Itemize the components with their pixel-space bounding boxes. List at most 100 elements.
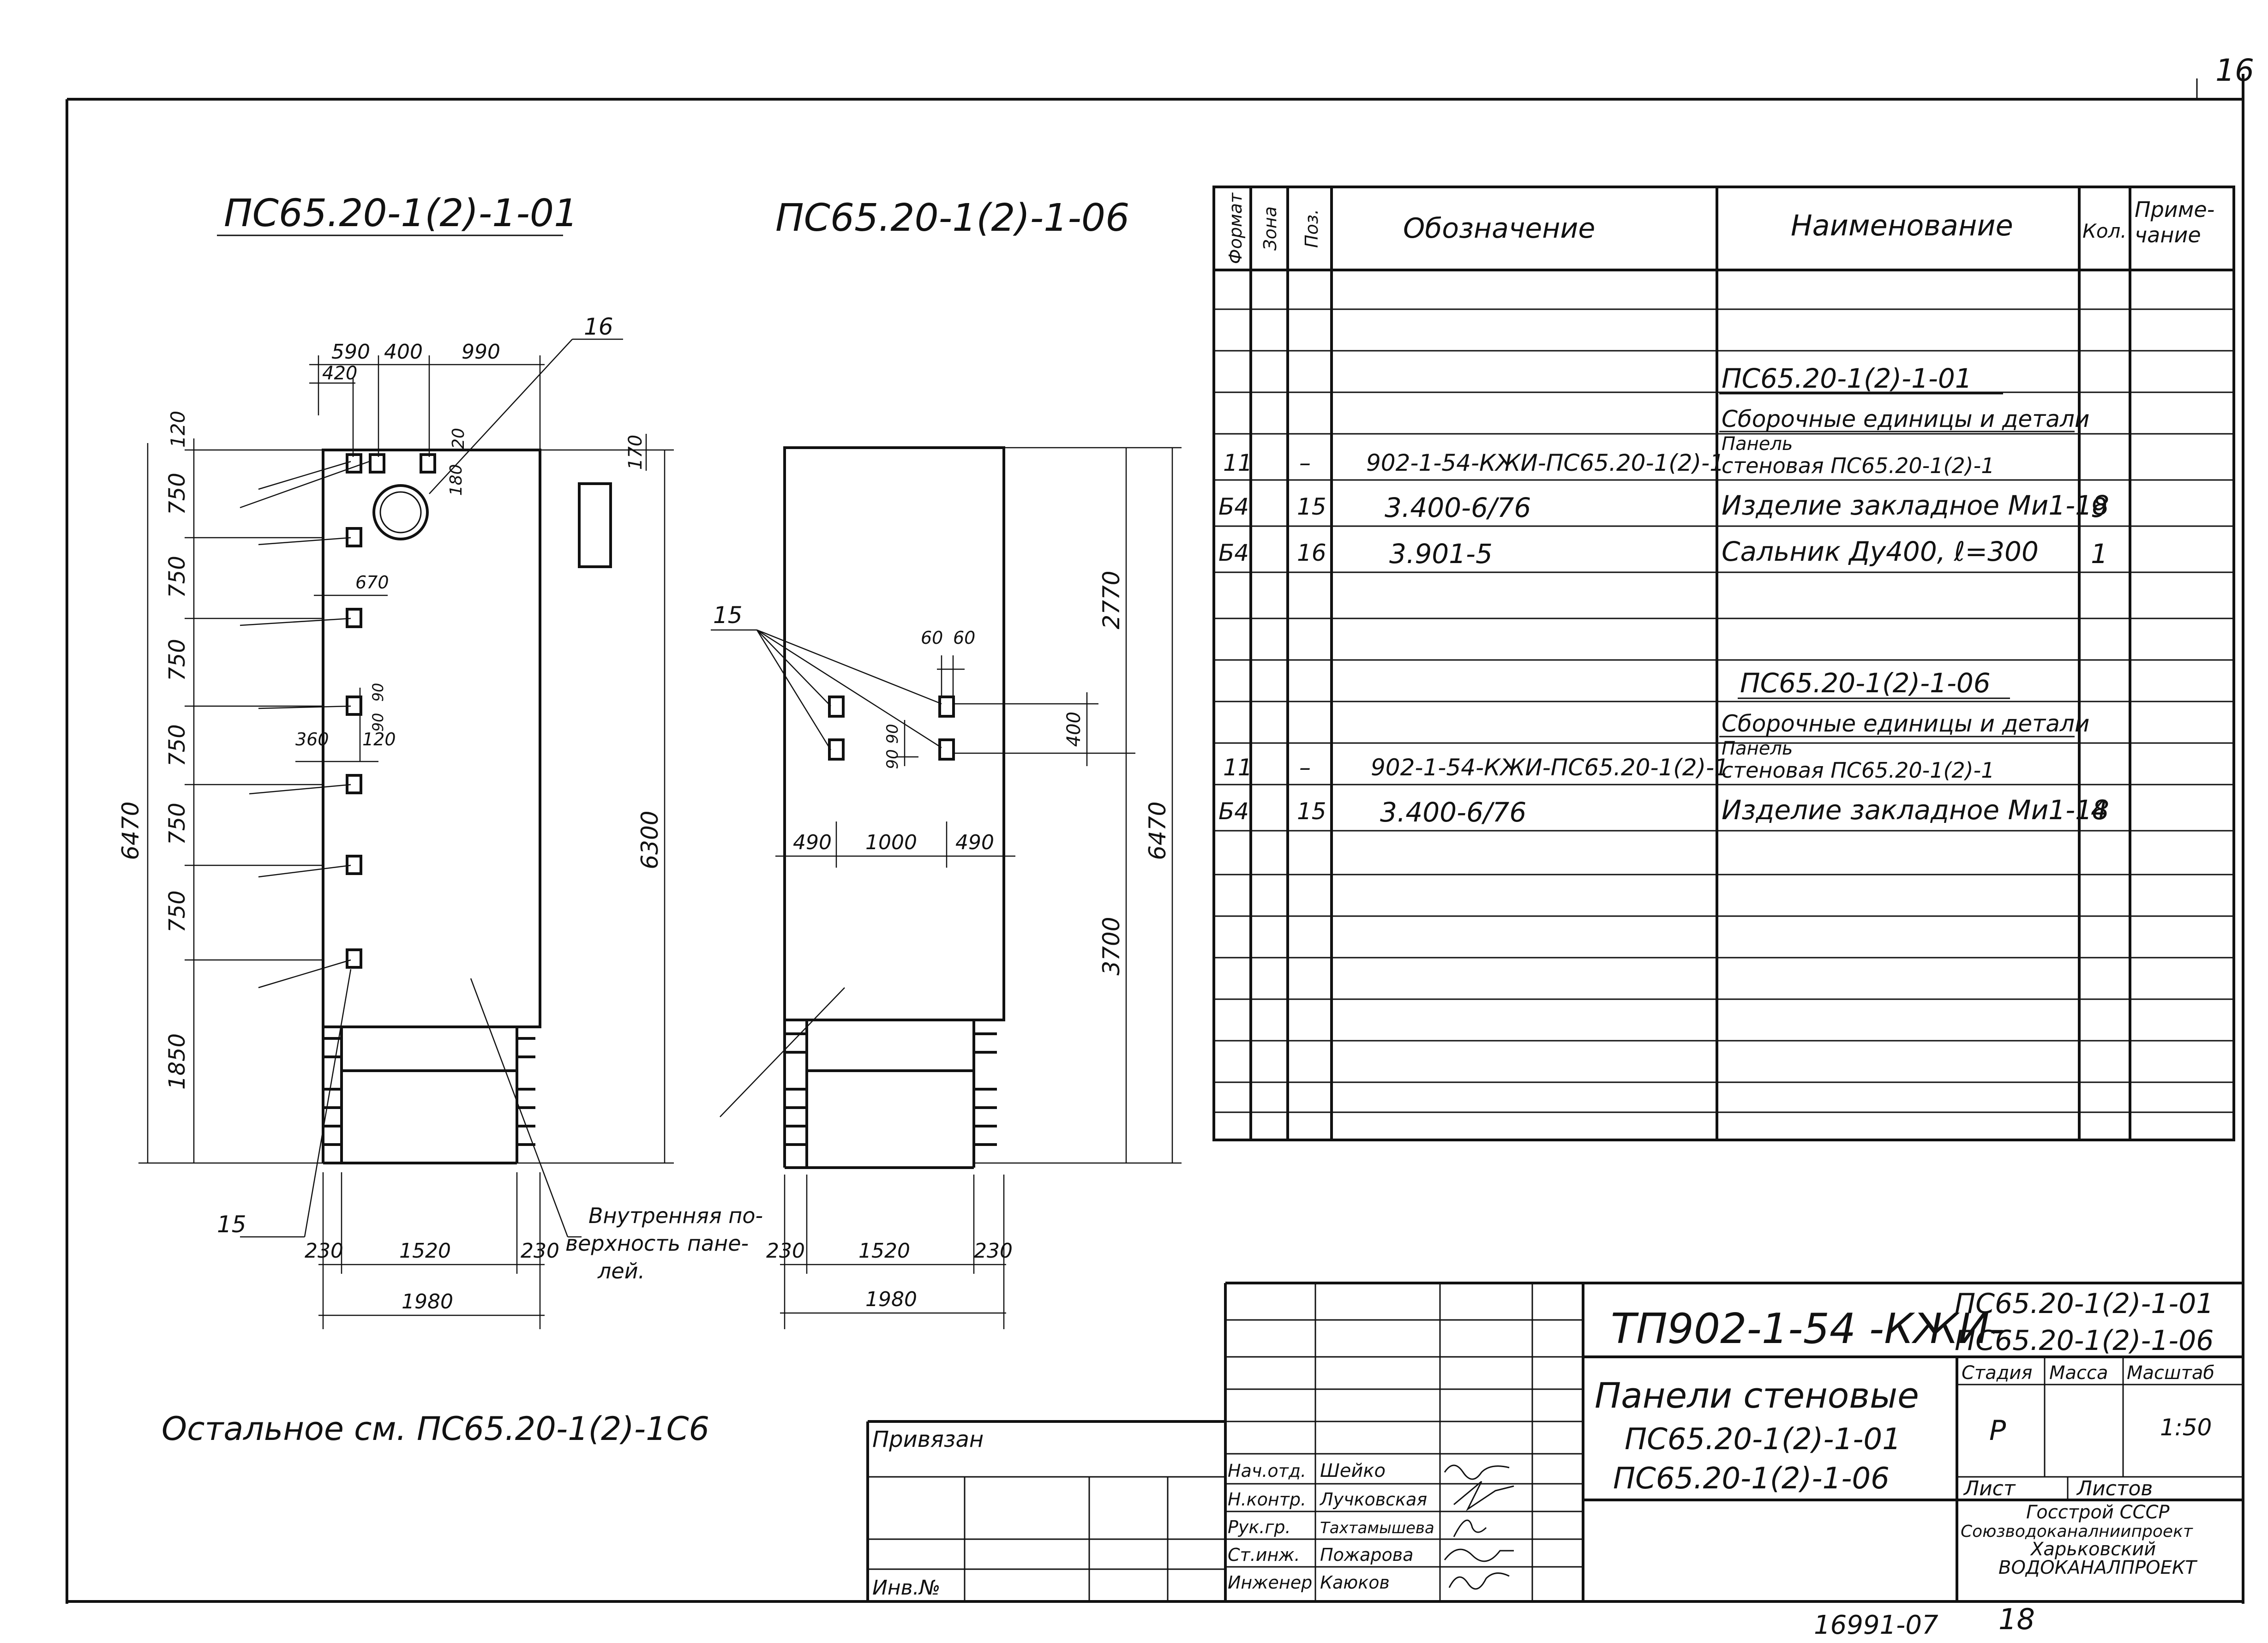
surface-note-line1: Внутренняя по- xyxy=(588,1203,763,1228)
person-4: Пожарова xyxy=(1320,1545,1413,1565)
title-name-3: ПС65.20-1(2)-1-06 xyxy=(1613,1462,1890,1496)
g1-r1-format: 11 xyxy=(1223,450,1253,476)
embedded-parts-left xyxy=(346,453,436,969)
person-3: Тахтамышева xyxy=(1320,1519,1434,1537)
g1-r1-name-1: Панель xyxy=(1722,433,1793,455)
role-5: Инженер xyxy=(1228,1572,1312,1593)
dim-upper-2770: 2770 xyxy=(1098,570,1125,629)
dim-side-1850: 1850 xyxy=(164,1033,190,1090)
footer-page: 18 xyxy=(1998,1602,2035,1636)
rest-note: Остальное см. ПС65.20-1(2)-1С6 xyxy=(162,1410,709,1448)
role-2: Н.контр. xyxy=(1228,1489,1306,1510)
stage-label: Стадия xyxy=(1962,1362,2032,1384)
header-qty: Кол. xyxy=(2082,220,2127,242)
dim-60b: 60 xyxy=(953,628,975,648)
g1-r3-pos: 16 xyxy=(1297,540,1326,566)
header-pos: Поз. xyxy=(1302,209,1322,248)
dim-mid-1000: 1000 xyxy=(865,831,917,854)
g2-r2-pos: 15 xyxy=(1297,798,1326,825)
dim-side-750-2: 750 xyxy=(164,556,190,598)
org-line-3: Харьковский xyxy=(2030,1539,2156,1560)
dim-bottom-230a: 230 xyxy=(305,1239,343,1263)
header-designation: Обозначение xyxy=(1403,212,1595,245)
group1-title: ПС65.20-1(2)-1-01 xyxy=(1722,363,1972,394)
g1-r3-qty: 1 xyxy=(2091,538,2108,570)
privyazan-label: Привязан xyxy=(872,1427,984,1452)
org-line-4: ВОДОКАНАЛПРОЕКТ xyxy=(1998,1557,2198,1578)
org-line-1: Госстрой СССР xyxy=(2026,1502,2170,1523)
person-1: Шейко xyxy=(1320,1460,1386,1481)
g2-r1-format: 11 xyxy=(1223,754,1253,781)
signature-4 xyxy=(1444,1548,1514,1562)
dim-360: 360 xyxy=(295,729,329,750)
dim-mid-490b: 490 xyxy=(955,831,994,854)
g2-r2-name: Изделие закладное Ми1-18 xyxy=(1722,794,2109,826)
panel-ribs-right xyxy=(785,1032,997,1146)
sheet-frame: 16 xyxy=(66,53,2254,1604)
role-3: Рук.гр. xyxy=(1228,1517,1291,1537)
g2-r1-name-1: Панель xyxy=(1722,738,1793,759)
surface-note-line2: верхность пане- xyxy=(565,1231,749,1256)
role-1: Нач.отд. xyxy=(1228,1461,1306,1481)
g1-r2-designation: 3.400-6/76 xyxy=(1385,492,1531,523)
dim-90b-right: 90 xyxy=(883,749,902,769)
group2-subtitle: Сборочные единицы и детали xyxy=(1722,710,2089,737)
gland-circle xyxy=(372,484,429,540)
header-zone: Зона xyxy=(1260,206,1280,251)
dim-bottom-230b: 230 xyxy=(521,1239,559,1263)
dim-top-990: 990 xyxy=(462,340,500,364)
stage-value: Р xyxy=(1989,1415,2006,1447)
dim-rb-230a: 230 xyxy=(766,1239,805,1263)
g1-r1-name-2: стеновая ПС65.20-1(2)-1 xyxy=(1722,453,1995,478)
scale-value: 1:50 xyxy=(2160,1414,2212,1441)
dim-lower-3700: 3700 xyxy=(1098,917,1125,975)
signature-3 xyxy=(1453,1519,1487,1537)
right-panel: 15 60 60 400 90 90 490 1000 490 2770 370… xyxy=(711,446,1182,1329)
g2-r2-qty: 4 xyxy=(2091,794,2108,826)
inv-label: Инв.№ xyxy=(872,1576,940,1600)
dim-400: 400 xyxy=(1063,712,1085,747)
signature-2 xyxy=(1453,1481,1514,1511)
dim-60a: 60 xyxy=(921,628,943,648)
dim-side-750-4: 750 xyxy=(164,724,190,767)
surface-note-line3: лей. xyxy=(597,1259,645,1283)
embedded-parts-right xyxy=(828,696,955,761)
dim-side-750-1: 750 xyxy=(164,473,190,515)
dim-bottom-1520: 1520 xyxy=(399,1239,451,1263)
header-format: Формат xyxy=(1225,192,1246,264)
dim-90a: 90 xyxy=(369,683,387,702)
title-code-right-2: ПС65.20-1(2)-1-06 xyxy=(1955,1325,2214,1357)
mass-label: Масса xyxy=(2049,1362,2108,1384)
dim-20: 20 xyxy=(449,428,468,449)
g1-r2-qty: 9 xyxy=(2091,492,2108,523)
scale-label: Масштаб xyxy=(2127,1362,2214,1384)
person-5: Каюков xyxy=(1320,1572,1390,1593)
g1-r2-format: Б4 xyxy=(1218,493,1249,520)
g1-r2-pos: 15 xyxy=(1297,493,1326,520)
dim-bottom-1980: 1980 xyxy=(402,1290,453,1313)
title-name-1: Панели стеновые xyxy=(1595,1375,1919,1416)
leader-label-15-right: 15 xyxy=(713,602,743,629)
left-view-title: ПС65.20-1(2)-1-01 xyxy=(224,192,578,235)
sheet-label: Лист xyxy=(1963,1477,2016,1500)
g1-r1-pos: – xyxy=(1299,450,1311,476)
dim-90b: 90 xyxy=(369,713,387,732)
header-name: Наименование xyxy=(1791,209,2013,242)
group2-title: ПС65.20-1(2)-1-06 xyxy=(1740,667,1991,699)
title-name-2: ПС65.20-1(2)-1-01 xyxy=(1625,1422,1901,1457)
leader-label-16: 16 xyxy=(584,313,613,340)
header-note-2: чание xyxy=(2135,222,2201,247)
dim-side-750-5: 750 xyxy=(164,803,190,845)
panel-ribs xyxy=(323,1037,535,1146)
sheet-number: 16 xyxy=(2215,53,2254,88)
dim-rb-1980: 1980 xyxy=(865,1288,917,1311)
leader-label-15-left: 15 xyxy=(217,1211,246,1238)
g2-r2-format: Б4 xyxy=(1218,798,1249,825)
person-2: Лучковская xyxy=(1319,1489,1427,1510)
side-detail xyxy=(578,482,612,568)
signature-1 xyxy=(1444,1464,1510,1480)
g1-r2-name: Изделие закладное Ми1-18 xyxy=(1722,490,2109,521)
dim-670: 670 xyxy=(355,572,389,593)
specification-table: Формат Зона Поз. Обозначение Наименовани… xyxy=(1212,186,2235,1141)
